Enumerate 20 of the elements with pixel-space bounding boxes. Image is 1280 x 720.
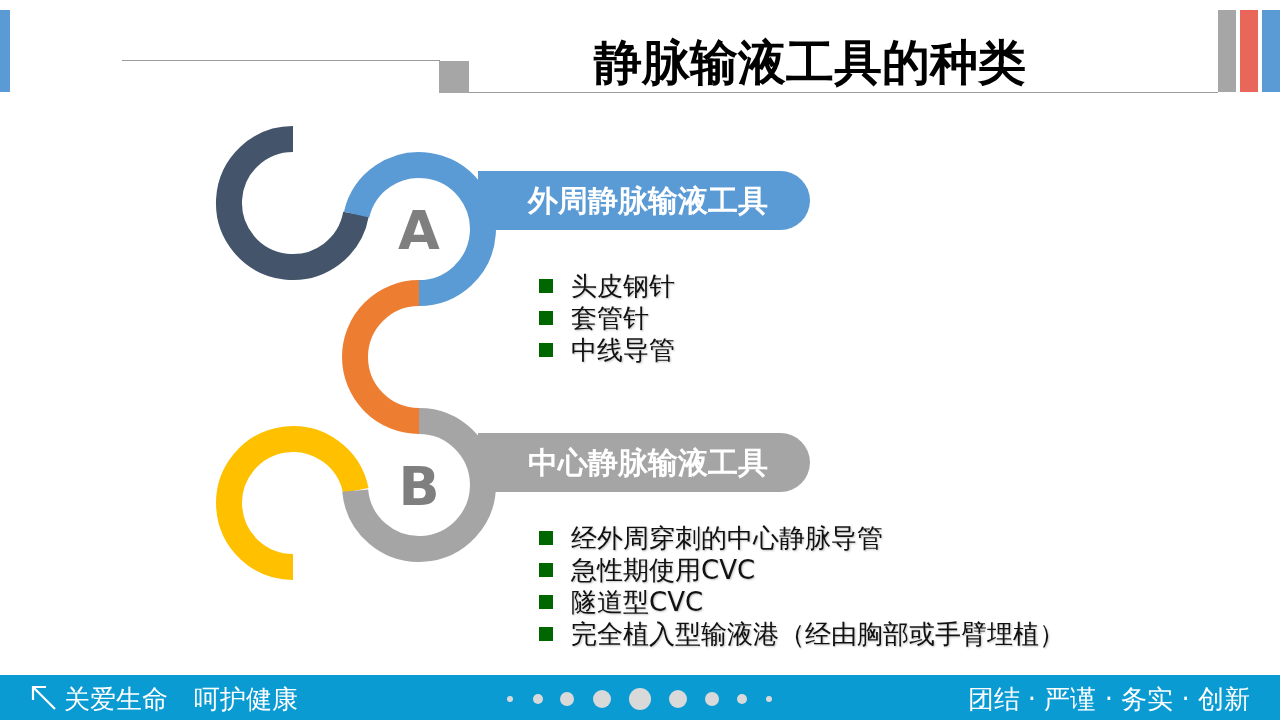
list-item: 套管针 [571,305,649,331]
section-letter: A [398,204,440,258]
section-heading: 中心静脉输液工具 [528,447,768,478]
list-item: 隧道型CVC [571,589,704,615]
banner-shape [478,171,810,230]
ring-shape [342,408,496,562]
ring-shape [343,152,496,306]
slide-title: 静脉输液工具的种类 [594,38,1026,86]
list-item: 经外周穿刺的中心静脉导管 [571,525,883,551]
footer-text: 呵护健康 [194,686,298,712]
footer-text: 团结 · 严谨 · 务实 · 创新 [967,686,1250,712]
section-heading: 外周静脉输液工具 [528,185,768,216]
list-item: 中线导管 [571,337,675,363]
arc-connector [342,280,420,434]
list-item: 完全植入型输液港（经由胸部或手臂埋植） [571,621,1065,647]
list-item: 急性期使用CVC [571,557,756,583]
footer-text: 关爱生命 [64,686,168,712]
section-letter: B [398,460,440,514]
list-item: 头皮钢针 [571,273,675,299]
banner-shape [478,433,810,492]
